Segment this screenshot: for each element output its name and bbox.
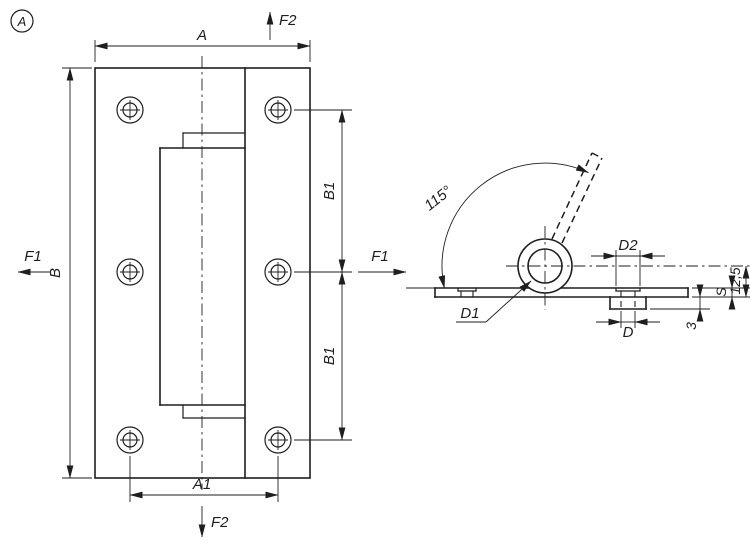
force-arrow-f2-bottom: F2 [198,506,229,538]
hinge-body-outline [94,67,311,479]
dimension-thickness: S [692,275,750,310]
dimension-hole-pitch-vertical: B1 B1 [294,109,352,441]
f2-top-label: F2 [279,12,297,29]
dimension-height: B [47,67,92,479]
dim-label-boss-height: 3 [683,322,699,330]
screw-hole-top-right [264,96,292,124]
side-view-hidden-holes [460,291,636,309]
view-marker-label: A [17,14,27,29]
screw-hole-bottom-left [116,426,144,454]
dim-label-height: B [47,268,64,278]
dimension-hole-pitch-horizontal: A1 [129,456,279,502]
front-view: A B B1 B1 A1 F1 [17,11,407,538]
f2-bottom-label: F2 [211,514,229,531]
dim-label-width: A [196,27,207,44]
dimension-pin-center-height: 12,5 [727,265,750,298]
screw-hole-bottom-right [264,426,292,454]
dim-label-hole-diameter: D [623,324,634,341]
dim-label-pin-center-height: 12,5 [727,267,743,294]
dimension-pin-diameter: D1 [456,280,532,323]
opening-angle-arc [438,162,589,289]
force-arrow-f1-right: F1 [358,248,407,276]
force-arrow-f1-left: F1 [17,248,50,276]
screw-hole-middle-right [264,258,292,286]
f1-right-label: F1 [371,248,389,265]
dim-label-b1-lower: B1 [321,347,338,365]
view-marker-circle [10,9,34,33]
dim-label-pin-diameter: D1 [460,305,479,322]
dimension-hole-diameter: D [596,311,660,341]
screw-hole-middle-left [116,258,144,286]
dim-label-opening-angle: 115° [421,183,455,215]
dimension-boss-height: 3 [650,284,710,330]
dim-label-a1: A1 [192,476,211,493]
dimension-counterbore: D2 [591,237,665,286]
side-view: 115° D1 D2 D [406,152,750,341]
pin-diameter-leader [485,280,532,323]
screw-hole-top-left [116,96,144,124]
dim-label-b1-upper: B1 [321,182,338,200]
force-arrow-f2-top: F2 [266,11,297,40]
dimension-width: A [94,27,311,62]
open-leaf-dashed [551,152,603,244]
f1-left-label: F1 [24,248,42,265]
dim-label-thickness: S [713,287,729,297]
view-marker: A [10,9,34,33]
side-view-outline [434,238,689,310]
dim-label-counterbore: D2 [618,237,638,254]
front-view-outline [94,67,311,479]
